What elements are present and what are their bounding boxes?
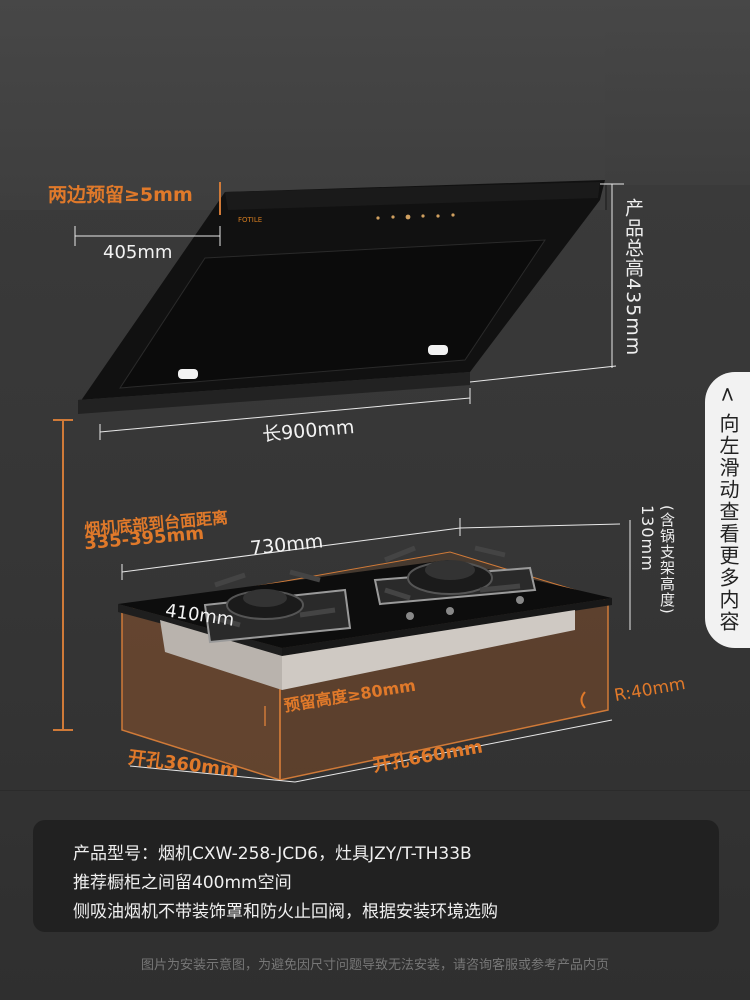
upper-cabinet-left xyxy=(0,0,217,210)
info-model-line: 产品型号：烟机CXW-258-JCD6，灶具JZY/T-TH33B xyxy=(73,844,472,864)
product-info-box: 产品型号：烟机CXW-258-JCD6，灶具JZY/T-TH33B 推荐橱柜之间… xyxy=(33,820,719,932)
cooktop-height-label: 130mm xyxy=(638,505,657,572)
slide-hint-tab[interactable] xyxy=(705,372,750,648)
svg-text:FOTILE: FOTILE xyxy=(238,216,262,224)
slide-hint-text: < 向左滑动查看更多内容 xyxy=(716,386,740,634)
upper-cabinet-middle-left xyxy=(215,0,417,210)
upper-cabinet-right xyxy=(605,0,750,185)
info-space-line: 推荐橱柜之间留400mm空间 xyxy=(73,873,292,893)
side-gap-label: 两边预留≥5mm xyxy=(48,184,193,206)
cooktop-height-note: (含锅支架高度) xyxy=(658,505,676,615)
upper-cabinet-middle-right xyxy=(415,0,607,210)
hood-depth-label: 405mm xyxy=(103,242,173,263)
disclaimer-footer: 图片为安装示意图，为避免因尺寸问题导致无法安装，请咨询客服或参考产品内页 xyxy=(140,958,609,973)
info-note-line: 侧吸油烟机不带装饰罩和防火止回阀，根据安装环境选购 xyxy=(73,902,498,922)
hood-height-label: 产品总高435mm xyxy=(622,198,644,357)
counter-edge-line xyxy=(0,790,750,791)
